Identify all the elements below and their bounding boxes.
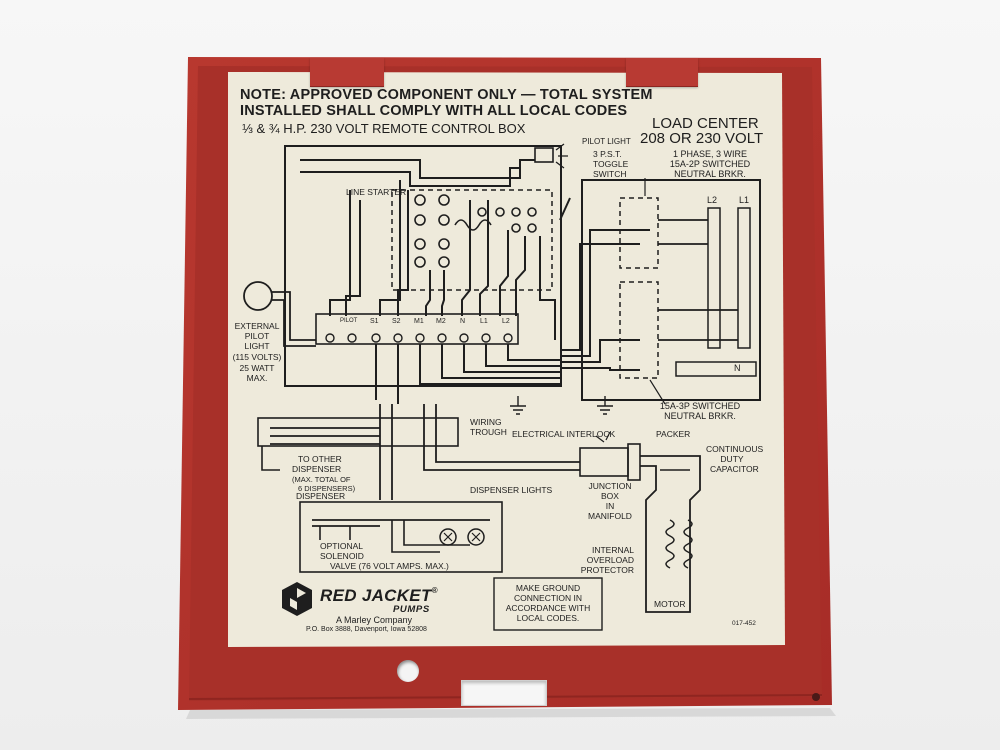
ground-note-2: CONNECTION IN xyxy=(514,593,582,603)
dispenser-lights-label: DISPENSER LIGHTS xyxy=(470,485,553,495)
brand-company: A Marley Company xyxy=(336,615,413,625)
toggle-label-1: 3 P.S.T. xyxy=(593,149,622,159)
dispenser-4: 6 DISPENSERS) xyxy=(298,484,356,493)
toggle-label-3: SWITCH xyxy=(593,169,627,179)
terminal-strip-labels: PILOT S1 S2 M1 M2 N L1 L2 xyxy=(318,318,518,330)
l2-label: L2 xyxy=(707,195,718,205)
terminal-label: S1 xyxy=(370,318,379,325)
load-center-title: LOAD CENTER xyxy=(652,115,759,132)
line-starter-label: LINE STARTER xyxy=(346,187,407,197)
pilot-light-label: PILOT LIGHT xyxy=(582,137,631,146)
motor-label: MOTOR xyxy=(654,599,686,609)
load-center-spec-1: 1 PHASE, 3 WIRE xyxy=(672,149,748,159)
n-label: N xyxy=(734,363,741,373)
load-center-spec-3: NEUTRAL BRKR. xyxy=(674,169,746,179)
terminal-label: L2 xyxy=(502,318,510,325)
ext-pilot-5: 25 WATT xyxy=(239,363,275,373)
overload-3: PROTECTOR xyxy=(580,565,634,575)
ext-pilot-2: PILOT xyxy=(244,331,270,341)
ground-note-4: LOCAL CODES. xyxy=(516,613,580,623)
load-center-voltage: 208 OR 230 VOLT xyxy=(640,130,764,147)
solenoid-2: SOLENOID xyxy=(320,551,364,561)
brand-sub: PUMPS xyxy=(393,604,430,615)
wiring-trough-2: TROUGH xyxy=(470,427,507,437)
solenoid-1: OPTIONAL xyxy=(320,541,363,551)
terminal-label: M2 xyxy=(436,318,446,325)
junction-1: JUNCTION xyxy=(588,481,632,491)
ext-pilot-4: (115 VOLTS) xyxy=(232,352,282,362)
corner-screw xyxy=(812,693,820,701)
solenoid-3: VALVE (76 VOLT AMPS. MAX.) xyxy=(330,561,449,571)
junction-2: BOX xyxy=(601,491,619,501)
interlock-label: ELECTRICAL INTERLOCK xyxy=(512,429,616,439)
overload-1: INTERNAL xyxy=(591,545,634,555)
note-line-2: INSTALLED SHALL COMPLY WITH ALL LOCAL CO… xyxy=(240,103,628,119)
dispenser-5: DISPENSER xyxy=(296,491,346,501)
l1-label: L1 xyxy=(739,195,750,205)
dispenser-3: (MAX. TOTAL OF xyxy=(292,475,351,484)
terminal-label: S2 xyxy=(392,318,401,325)
breaker-label-1: 15A-3P SWITCHED xyxy=(659,401,741,411)
capacitor-1: CONTINUOUS xyxy=(706,444,764,454)
terminal-label: M1 xyxy=(414,318,424,325)
packer-label: PACKER xyxy=(656,429,691,439)
load-center-spec-2: 15A-2P SWITCHED xyxy=(669,159,751,169)
terminal-label: L1 xyxy=(480,318,488,325)
capacitor-3: CAPACITOR xyxy=(710,464,759,474)
frame-slot xyxy=(461,680,547,706)
capacitor-2: DUTY xyxy=(720,454,744,464)
mounting-hole xyxy=(397,660,419,682)
ext-pilot-1: EXTERNAL xyxy=(234,321,280,331)
terminal-label: PILOT xyxy=(340,318,358,324)
registered-mark: ® xyxy=(431,586,438,595)
top-tab-right xyxy=(626,58,698,87)
subtitle: ⅓ & ¾ H.P. 230 VOLT REMOTE CONTROL BOX xyxy=(242,121,526,136)
dispenser-1: TO OTHER xyxy=(298,454,342,464)
wiring-trough-1: WIRING xyxy=(470,417,502,427)
ext-pilot-6: MAX. xyxy=(246,373,268,383)
note-line-1: NOTE: APPROVED COMPONENT ONLY — TOTAL SY… xyxy=(240,87,653,103)
brand-name-text: RED JACKET xyxy=(320,586,432,605)
breaker-label-2: NEUTRAL BRKR. xyxy=(664,411,736,421)
ground-note-1: MAKE GROUND xyxy=(515,583,581,593)
part-number: 017-452 xyxy=(732,620,756,627)
brand-name: RED JACKET® xyxy=(320,586,438,605)
top-tab-left xyxy=(310,58,384,87)
ground-note-3: ACCORDANCE WITH xyxy=(505,603,591,613)
brand-address: P.O. Box 3888, Davenport, Iowa 52808 xyxy=(306,626,427,633)
toggle-label-2: TOGGLE xyxy=(593,159,629,169)
junction-4: MANIFOLD xyxy=(588,511,632,521)
ext-pilot-3: LIGHT xyxy=(244,341,270,351)
overload-2: OVERLOAD xyxy=(586,555,634,565)
junction-3: IN xyxy=(605,501,615,511)
dispenser-2: DISPENSER xyxy=(292,464,342,474)
red-jacket-logo-icon xyxy=(282,582,312,616)
wiring-schematic xyxy=(243,143,761,631)
terminal-label: N xyxy=(460,318,466,325)
